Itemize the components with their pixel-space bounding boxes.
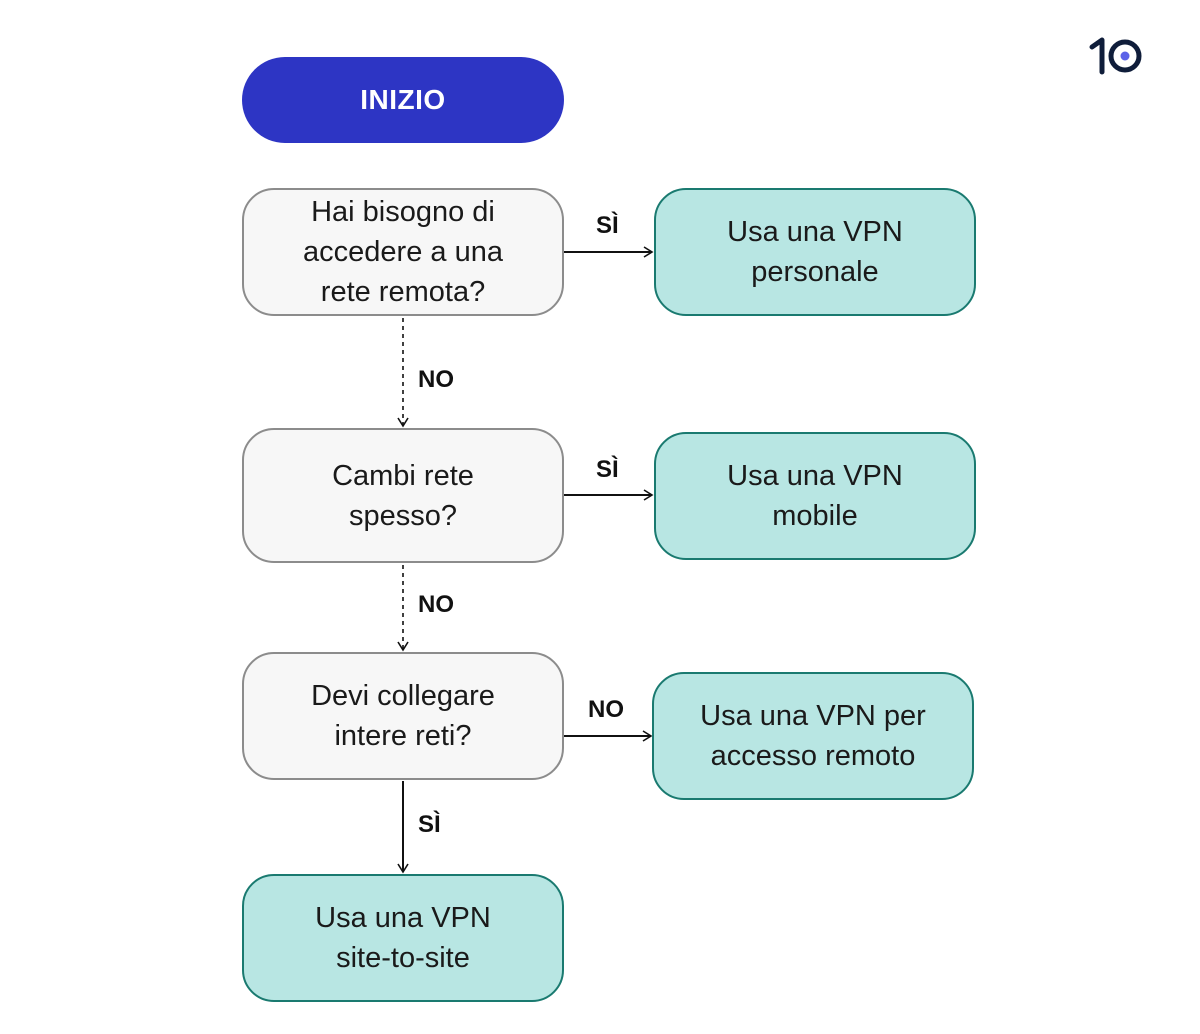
question-connect-networks: Devi collegare intere reti? bbox=[242, 652, 564, 780]
result-site-to-site-vpn-text: Usa una VPN site-to-site bbox=[315, 902, 491, 974]
result-remote-access-vpn-text: Usa una VPN per accesso remoto bbox=[700, 700, 926, 772]
edge-label-q1-no: NO bbox=[418, 366, 454, 393]
question-change-network: Cambi rete spesso? bbox=[242, 428, 564, 563]
logo-dot bbox=[1120, 51, 1130, 61]
result-personal-vpn-text: Usa una VPN personale bbox=[727, 216, 903, 288]
start-node: INIZIO bbox=[242, 57, 564, 143]
start-label: INIZIO bbox=[360, 84, 446, 115]
edge-label-q2-yes: SÌ bbox=[596, 456, 619, 483]
edge-label-q1-yes: SÌ bbox=[596, 212, 619, 239]
result-personal-vpn: Usa una VPN personale bbox=[654, 188, 976, 316]
edge-label-q2-no: NO bbox=[418, 591, 454, 618]
edge-label-q3-yes: SÌ bbox=[418, 811, 441, 838]
result-remote-access-vpn: Usa una VPN per accesso remoto bbox=[652, 672, 974, 800]
result-mobile-vpn-text: Usa una VPN mobile bbox=[727, 460, 903, 532]
question-remote-network-text: Hai bisogno di accedere a una rete remot… bbox=[303, 196, 503, 308]
question-change-network-text: Cambi rete spesso? bbox=[332, 459, 474, 532]
result-site-to-site-vpn: Usa una VPN site-to-site bbox=[242, 874, 564, 1002]
question-remote-network: Hai bisogno di accedere a una rete remot… bbox=[242, 188, 564, 316]
question-connect-networks-text: Devi collegare intere reti? bbox=[311, 680, 495, 752]
brand-logo bbox=[1089, 37, 1142, 75]
logo-zero-ring bbox=[1108, 39, 1142, 73]
logo-one-stroke bbox=[1089, 37, 1105, 75]
result-mobile-vpn: Usa una VPN mobile bbox=[654, 432, 976, 560]
edge-label-q3-no: NO bbox=[588, 696, 624, 723]
